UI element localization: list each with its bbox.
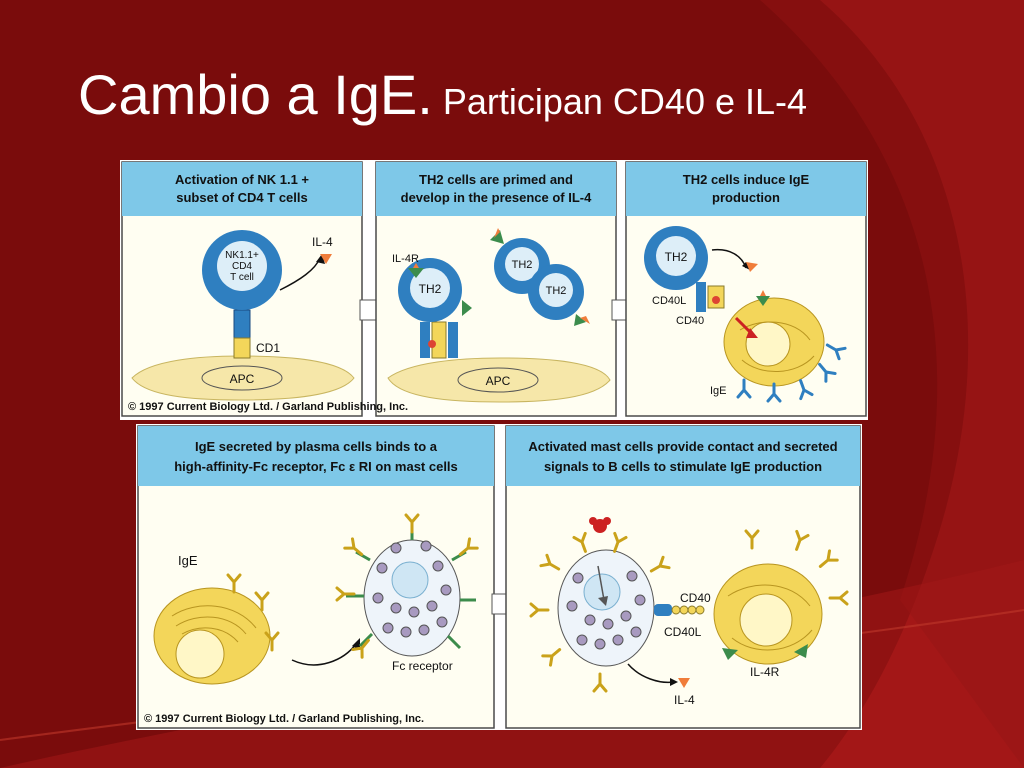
nk-cell-line1: NK1.1+ <box>225 250 259 261</box>
panel-4-header-line1: IgE secreted by plasma cells binds to a <box>195 439 438 454</box>
title-main: Cambio a IgE. <box>78 63 433 126</box>
copyright-top: © 1997 Current Biology Ltd. / Garland Pu… <box>128 401 408 413</box>
cd1-label: CD1 <box>256 341 280 355</box>
il4-label-p5: IL-4 <box>674 693 695 707</box>
panel-3: TH2 cells induce IgE production TH2 CD40… <box>625 161 867 417</box>
panel-5-header-line1: Activated mast cells provide contact and… <box>528 439 837 454</box>
panel-2-header-line1: TH2 cells are primed and <box>419 172 573 187</box>
nk-cell-line2: CD4 <box>232 261 252 272</box>
panel-1-header-line1: Activation of NK 1.1 + <box>175 172 309 187</box>
ige-label-p3: IgE <box>710 385 727 397</box>
slide-title: Cambio a IgE.Participan CD40 e IL-4 <box>78 62 807 127</box>
th2-label-3: TH2 <box>546 285 567 297</box>
panel-4-header-line2: high-affinity-Fc receptor, Fc ε RI on ma… <box>174 459 458 474</box>
panel-1: Activation of NK 1.1 + subset of CD4 T c… <box>121 161 363 417</box>
fc-receptor-label: Fc receptor <box>392 659 453 673</box>
panel-1-header <box>122 162 362 216</box>
panel-2-header <box>376 162 616 216</box>
cd40-label-p5: CD40 <box>680 591 711 605</box>
panel-3-header-line1: TH2 cells induce IgE <box>683 172 810 187</box>
cd1-molecule <box>233 337 251 359</box>
cd40l-label-p5: CD40L <box>664 625 702 639</box>
panel-5-header-line2: signals to B cells to stimulate IgE prod… <box>544 459 822 474</box>
panel-3-header-line2: production <box>712 190 780 205</box>
il4r-label: IL-4R <box>392 253 419 265</box>
panel-4: IgE secreted by plasma cells binds to a … <box>137 425 495 729</box>
panel-5: Activated mast cells provide contact and… <box>505 425 861 729</box>
panel-4-header <box>138 426 494 486</box>
th2-label-2: TH2 <box>512 259 533 271</box>
title-subtitle: Participan CD40 e IL-4 <box>442 81 808 122</box>
il4-receptor <box>408 268 424 278</box>
il4-label: IL-4 <box>312 235 333 249</box>
th2-label-1: TH2 <box>419 282 442 296</box>
apc-label: APC <box>230 372 255 386</box>
apc-cell-2 <box>387 357 611 403</box>
ige-label-p4: IgE <box>178 553 198 568</box>
panel-2-header-line2: develop in the presence of IL-4 <box>401 190 592 205</box>
th2-label-4: TH2 <box>665 250 688 264</box>
il4-molecule <box>320 254 332 264</box>
panel-3-header <box>626 162 866 216</box>
apc-label-2: APC <box>486 374 511 388</box>
panel-2: TH2 cells are primed and develop in the … <box>375 161 617 417</box>
apc-cell <box>131 355 355 401</box>
nk-cell-line3: T cell <box>230 272 254 283</box>
panel-1-header-line2: subset of CD4 T cells <box>176 190 307 205</box>
il4r-label-p5: IL-4R <box>750 665 780 679</box>
cd40l-label-p3: CD40L <box>652 295 686 307</box>
panel-5-header <box>506 426 860 486</box>
cd40-label-p3: CD40 <box>676 315 704 327</box>
copyright-bottom: © 1997 Current Biology Ltd. / Garland Pu… <box>144 713 424 725</box>
